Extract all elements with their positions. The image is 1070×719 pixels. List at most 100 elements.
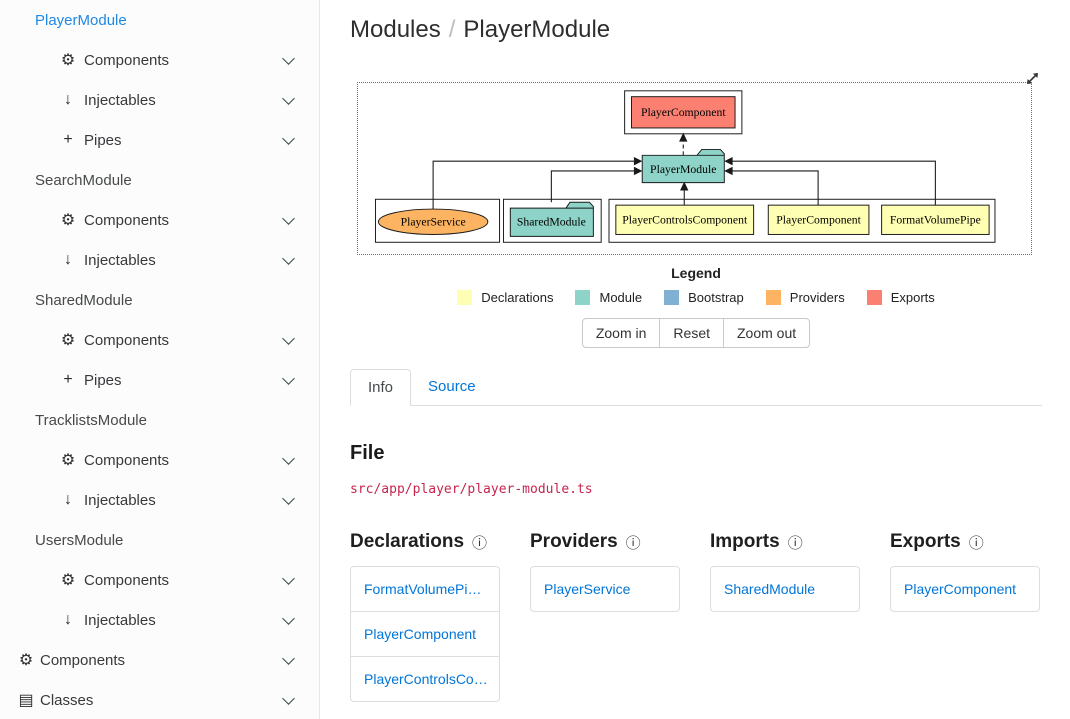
sidebar-item-label: Injectables: [84, 91, 156, 109]
zoom-in-button[interactable]: Zoom in: [581, 318, 661, 348]
chevron-down-icon[interactable]: [282, 452, 295, 465]
main-content: Modules/PlayerModule: [320, 0, 1070, 719]
list-item[interactable]: PlayerService: [530, 566, 680, 612]
chevron-down-icon[interactable]: [282, 132, 295, 145]
sidebar-item-label: Pipes: [84, 131, 122, 149]
chevron-down-icon[interactable]: [282, 332, 295, 345]
node-playercomponent-export[interactable]: [630, 96, 736, 129]
svg-text:PlayerControlsComponent: PlayerControlsComponent: [622, 214, 748, 227]
chevron-down-icon[interactable]: [282, 212, 295, 225]
sidebar-module-playermodule[interactable]: PlayerModule: [0, 0, 319, 40]
legend-item-module: Module: [575, 290, 642, 305]
arrow-down-icon: ↓: [64, 611, 72, 628]
file-heading: File: [350, 442, 385, 464]
plus-icon: +: [63, 371, 73, 388]
chevron-down-icon[interactable]: [282, 492, 295, 505]
info-icon[interactable]: ⓘ: [625, 534, 641, 552]
node-playermodule[interactable]: [641, 148, 725, 184]
sidebar-item-label: Injectables: [84, 251, 156, 269]
legend-swatch-providers: [765, 290, 781, 305]
section-imports: Imports ⓘ SharedModule: [710, 531, 860, 702]
sidebar-module-label: UsersModule: [35, 531, 124, 549]
sidebar-item-pipes[interactable]: + Pipes: [0, 360, 319, 400]
sidebar-item-classes[interactable]: ▤ Classes: [0, 680, 319, 719]
chevron-down-icon[interactable]: [282, 572, 295, 585]
tab-info[interactable]: Info: [350, 369, 412, 406]
list-item[interactable]: FormatVolumePi…: [350, 566, 500, 612]
zoom-controls: Zoom in Reset Zoom out: [350, 318, 1042, 348]
section-exports: Exports ⓘ PlayerComponent: [890, 531, 1040, 702]
section-declarations: Declarations ⓘ FormatVolumePi… PlayerCom…: [350, 531, 500, 702]
sidebar-item-components[interactable]: ⚙ Components: [0, 440, 319, 480]
fullscreen-icon[interactable]: [1024, 70, 1041, 87]
cluster-declarations: [608, 198, 996, 243]
chevron-down-icon[interactable]: [282, 652, 295, 665]
sidebar-module-label: SearchModule: [35, 171, 132, 189]
sidebar-item-injectables[interactable]: ↓ Injectables: [0, 80, 319, 120]
cluster-providers: [374, 198, 501, 243]
tab-bar: Info Source: [350, 369, 1042, 406]
module-dependency-graph[interactable]: PlayerComponent PlayerModule PlayerServi…: [357, 73, 1038, 255]
sidebar-module-searchmodule[interactable]: SearchModule: [0, 160, 319, 200]
legend-swatch-module: [575, 290, 591, 305]
legend-item-bootstrap: Bootstrap: [664, 290, 744, 305]
info-icon[interactable]: ⓘ: [968, 534, 984, 552]
sidebar-item-components[interactable]: ⚙ Components: [0, 560, 319, 600]
list-item[interactable]: PlayerComponent: [890, 566, 1040, 612]
legend-swatch-bootstrap: [664, 290, 680, 305]
sidebar-item-pipes[interactable]: + Pipes: [0, 120, 319, 160]
sidebar-item-injectables[interactable]: ↓ Injectables: [0, 480, 319, 520]
sidebar-item-injectables[interactable]: ↓ Injectables: [0, 600, 319, 640]
svg-text:FormatVolumePipe: FormatVolumePipe: [890, 214, 981, 227]
gear-icon: ⚙: [18, 652, 34, 669]
list-item[interactable]: SharedModule: [710, 566, 860, 612]
graph-svg: PlayerComponent PlayerModule PlayerServi…: [374, 90, 996, 243]
chevron-down-icon[interactable]: [282, 692, 295, 705]
svg-text:PlayerComponent: PlayerComponent: [776, 214, 861, 227]
legend-item-exports: Exports: [866, 290, 935, 305]
sidebar-item-label: Injectables: [84, 491, 156, 509]
chevron-down-icon[interactable]: [282, 252, 295, 265]
cluster-imports: [502, 198, 602, 243]
breadcrumb: Modules/PlayerModule: [350, 16, 1042, 44]
sidebar-item-label: Components: [84, 51, 170, 69]
sidebar-item-components[interactable]: ⚙ Components: [0, 40, 319, 80]
sidebar-item-components[interactable]: ⚙ Components: [0, 200, 319, 240]
sidebar-module-sharedmodule[interactable]: SharedModule: [0, 280, 319, 320]
gear-icon: ⚙: [60, 52, 76, 69]
svg-text:PlayerComponent: PlayerComponent: [641, 106, 726, 119]
graph-legend: Legend Declarations Module Bootstrap Pro…: [350, 265, 1042, 305]
sidebar-item-label: Injectables: [84, 611, 156, 629]
list-item[interactable]: PlayerControlsCo…: [350, 656, 500, 702]
arrow-down-icon: ↓: [64, 491, 72, 508]
reset-button[interactable]: Reset: [659, 318, 724, 348]
info-icon[interactable]: ⓘ: [472, 534, 488, 552]
node-sharedmodule[interactable]: [509, 201, 594, 237]
info-icon[interactable]: ⓘ: [787, 534, 803, 552]
arrow-down-icon: ↓: [64, 251, 72, 268]
gear-icon: ⚙: [60, 332, 76, 349]
sidebar-module-usersmodule[interactable]: UsersModule: [0, 520, 319, 560]
sidebar-item-components[interactable]: ⚙ Components: [0, 320, 319, 360]
node-playerservice[interactable]: [377, 208, 489, 235]
legend-swatch-exports: [866, 290, 882, 305]
sidebar-module-label: TracklistsModule: [35, 411, 147, 429]
chevron-down-icon[interactable]: [282, 92, 295, 105]
sidebar-item-injectables[interactable]: ↓ Injectables: [0, 240, 319, 280]
list-item[interactable]: PlayerComponent: [350, 611, 500, 657]
sidebar-item-label: Components: [40, 651, 126, 669]
node-playercontrolscomponent[interactable]: [615, 204, 755, 235]
zoom-out-button[interactable]: Zoom out: [723, 318, 811, 348]
node-formatvolumepipe[interactable]: [881, 204, 990, 235]
sidebar-module-label: PlayerModule: [35, 11, 127, 29]
sidebar-module-tracklistsmodule[interactable]: TracklistsModule: [0, 400, 319, 440]
tab-source[interactable]: Source: [428, 378, 476, 395]
node-playercomponent-declaration[interactable]: [767, 204, 870, 235]
chevron-down-icon[interactable]: [282, 612, 295, 625]
chevron-down-icon[interactable]: [282, 372, 295, 385]
section-title: Providers: [530, 531, 618, 552]
graph-edges: [432, 137, 936, 211]
gear-icon: ⚙: [60, 572, 76, 589]
sidebar-item-components-root[interactable]: ⚙ Components: [0, 640, 319, 680]
chevron-down-icon[interactable]: [282, 52, 295, 65]
